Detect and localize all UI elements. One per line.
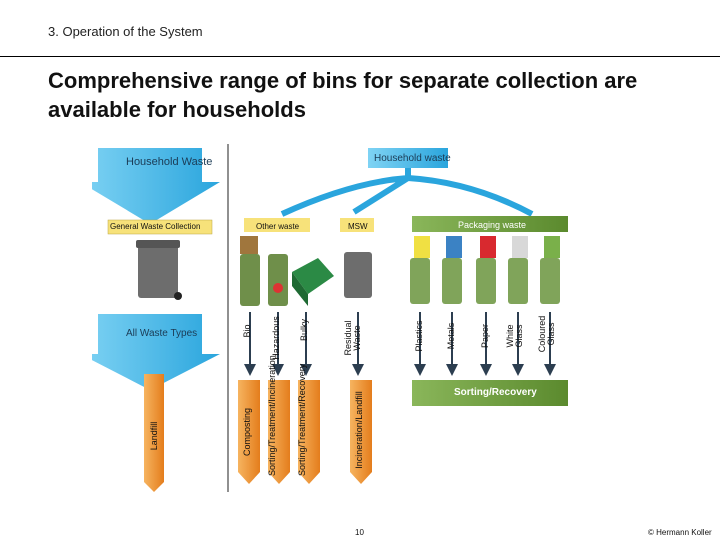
msw-box (340, 218, 374, 232)
household-waste-arrow-right (368, 148, 448, 168)
landfill-arrow (144, 374, 164, 492)
household-waste-arrow-left (92, 148, 220, 224)
general-collection-label: General Waste Collection (110, 222, 201, 231)
general-collection-box (107, 219, 213, 235)
packaging-label-paper: Paper (480, 323, 490, 349)
outcome-recovery: Sorting/Treatment/Recovery (297, 363, 307, 476)
packaging-band (412, 216, 568, 232)
page-number: 10 (355, 528, 364, 537)
landfill-label: Landfill (149, 421, 159, 451)
household-waste-right-label: Household waste (374, 153, 451, 164)
msw-label: MSW (348, 222, 368, 231)
diagram-graphics (92, 144, 568, 492)
all-waste-types-arrow (92, 314, 220, 390)
bin-label-bio: Bio (242, 324, 252, 338)
bin-label-bulky: Bulky (299, 319, 309, 342)
other-waste-label: Other waste (256, 222, 300, 231)
bin-label-residual: Residual Waste (343, 320, 362, 356)
copyright: © Hermann Koller (648, 528, 712, 537)
header-rule (0, 56, 720, 57)
packaging-label-coloured-glass: Coloured Glass (537, 315, 556, 353)
slide-title: Comprehensive range of bins for separate… (48, 68, 638, 122)
other-waste-box (244, 218, 310, 232)
waste-collection-diagram: Household Waste Household waste General … (92, 142, 588, 492)
all-waste-types-label: All Waste Types (126, 328, 198, 339)
outcome-incineration: Sorting/Treatment/Incineration (267, 355, 277, 476)
general-bin (138, 244, 178, 298)
sorting-recovery-band (412, 380, 568, 406)
outcome-composting: Composting (242, 407, 252, 457)
outcome-incineration-landfill: Incineration/Landfill (354, 391, 364, 469)
packaging-label-metals: Metals (446, 322, 456, 350)
sorting-recovery-label: Sorting/Recovery (454, 387, 537, 398)
section-header: 3. Operation of the System (48, 24, 203, 39)
packaging-label-plastics: Plastics (414, 320, 424, 352)
packaging-waste-label: Packaging waste (458, 220, 527, 230)
household-waste-left-label: Household Waste (126, 156, 213, 168)
packaging-label-white-glass: White Glass (505, 324, 524, 348)
